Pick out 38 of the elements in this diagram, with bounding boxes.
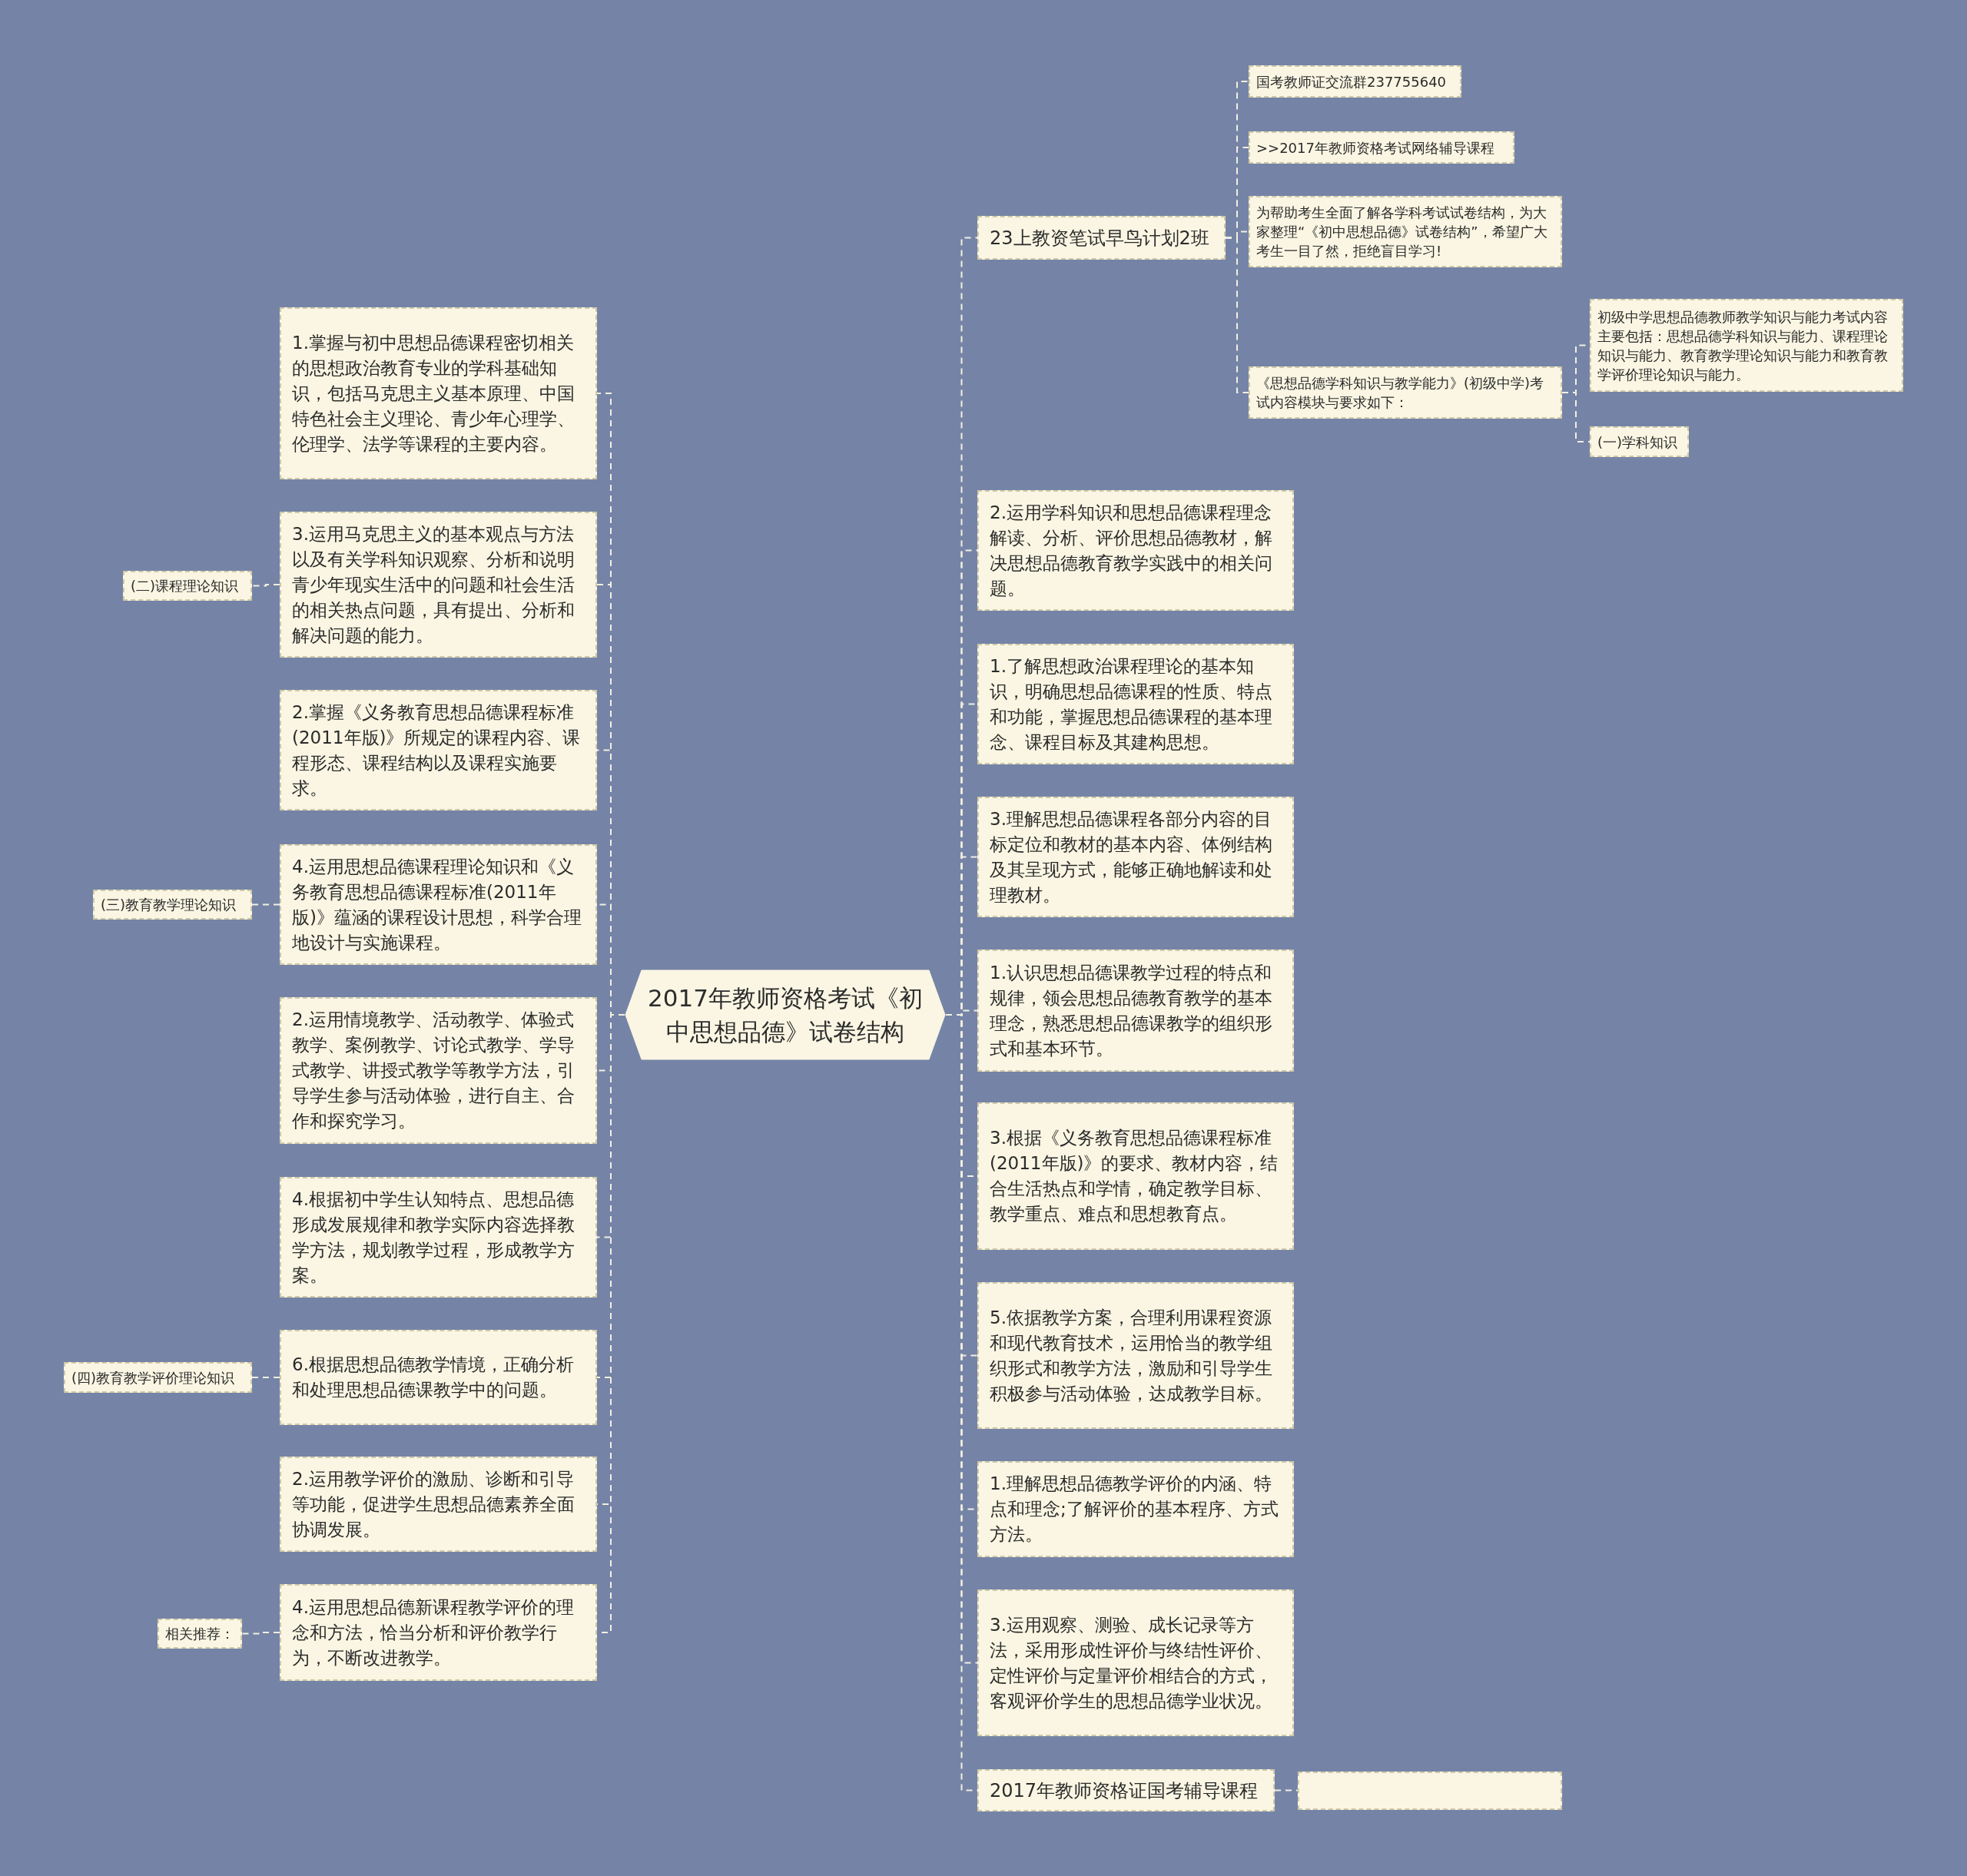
connector (251, 1377, 280, 1378)
topic-box: 1.了解思想政治课程理论的基本知识，明确思想品德课程的性质、特点和功能，掌握思想品德课程的基本理念、课程目标及其建构思想。 (977, 644, 1294, 764)
topic-box: 为帮助考生全面了解各学科考试试卷结构，为大家整理“《初中思想品德》试卷结构”，希望广大考生一目了然，拒绝盲目学习! (1249, 196, 1562, 267)
topic-box: 1.理解思想品德教学评价的内涵、特点和理念;了解评价的基本程序、方式方法。 (977, 1461, 1294, 1557)
topic-box: 2.掌握《义务教育思想品德课程标准(2011年版)》所规定的课程内容、课程形态、课程结构以及课程实施要求。 (280, 690, 597, 810)
topic-box: 2.运用学科知识和思想品德课程理念解读、分析、评价思想品德教材，解决思想品德教育教学实践中的相关问题。 (977, 490, 1294, 611)
connector (251, 903, 280, 906)
topic-box: 初级中学思想品德教师教学知识与能力考试内容主要包括：思想品德学科知识与能力、课程理论知识与能力、教育教学理论知识与能力和教育教学评价理论知识与能力。 (1590, 299, 1903, 392)
topic-box: 2.运用情境教学、活动教学、体验式教学、案例教学、讨论式教学、学导式教学、讲授式教学等教学方法，引导学生参与活动体验，进行自主、合作和探究学习。 (280, 997, 597, 1144)
topic-box: (四)教育教学评价理论知识 (64, 1362, 252, 1393)
connector (1225, 237, 1249, 393)
topic-box: 4.根据初中学生认知特点、思想品德形成发展规律和教学实际内容选择教学方法，规划教学过程，形成教学方案。 (280, 1177, 597, 1298)
topic-box: 《思想品德学科知识与教学能力》(初级中学)考试内容模块与要求如下： (1249, 366, 1562, 419)
topic-box: 1.掌握与初中思想品德课程密切相关的思想政治教育专业的学科基础知识，包括马克思主义基本原理、中国特色社会主义理论、青少年心理学、伦理学、法学等课程的主要内容。 (280, 307, 597, 479)
connector (251, 584, 280, 587)
blank-box (1298, 1772, 1562, 1810)
topic-box: (一)学科知识 (1590, 426, 1689, 457)
topic-box: 6.根据思想品德教学情境，正确分析和处理思想品德课教学中的问题。 (280, 1330, 597, 1425)
topic-box: (三)教育教学理论知识 (93, 890, 252, 920)
topic-box: 1.认识思想品德课教学过程的特点和规律，领会思想品德教育教学的基本理念，熟悉思想品德课教学的组织形式和基本环节。 (977, 950, 1294, 1072)
connector (1274, 1789, 1299, 1791)
central-topic: 2017年教师资格考试《初中思想品德》试卷结构 (625, 969, 946, 1061)
topic-box: 国考教师证交流群237755640 (1249, 65, 1461, 98)
topic-box: 相关推荐： (158, 1619, 242, 1649)
topic-box: 23上教资笔试早鸟计划2班 (977, 216, 1226, 260)
connector (1561, 392, 1591, 442)
topic-box: (二)课程理论知识 (123, 571, 252, 601)
topic-box: >>2017年教师资格考试网络辅导课程 (1249, 131, 1514, 164)
topic-box: 4.运用思想品德课程理论知识和《义务教育思想品德课程标准(2011年版)》蕴涵的课程设计思想，科学合理地设计与实施课程。 (280, 844, 597, 965)
topic-box: 3.理解思想品德课程各部分内容的目标定位和教材的基本内容、体例结构及其呈现方式，能够正确地解读和处理教材。 (977, 797, 1294, 917)
topic-box: 3.运用观察、测验、成长记录等方法，采用形成性评价与终结性评价、定性评价与定量评价相结合的方式，客观评价学生的思想品德学业状况。 (977, 1589, 1294, 1736)
topic-box: 3.根据《义务教育思想品德课程标准(2011年版)》的要求、教材内容，结合生活热点和学情，确定教学目标、教学重点、难点和思想教育点。 (977, 1102, 1294, 1250)
topic-box: 2017年教师资格证国考辅导课程 (977, 1769, 1275, 1811)
topic-box: 4.运用思想品德新课程教学评价的理念和方法，恰当分析和评价教学行为，不断改进教学。 (280, 1584, 597, 1681)
topic-box: 5.依据教学方案，合理利用课程资源和现代教育技术，运用恰当的教学组织形式和教学方法，激励和引导学生积极参与活动体验，达成教学目标。 (977, 1282, 1294, 1429)
topic-box: 3.运用马克思主义的基本观点与方法以及有关学科知识观察、分析和说明青少年现实生活中的问题和社会生活的相关热点问题，具有提出、分析和解决问题的能力。 (280, 512, 597, 658)
topic-box: 2.运用教学评价的激励、诊断和引导等功能，促进学生思想品德素养全面协调发展。 (280, 1457, 597, 1552)
connector (241, 1632, 280, 1635)
